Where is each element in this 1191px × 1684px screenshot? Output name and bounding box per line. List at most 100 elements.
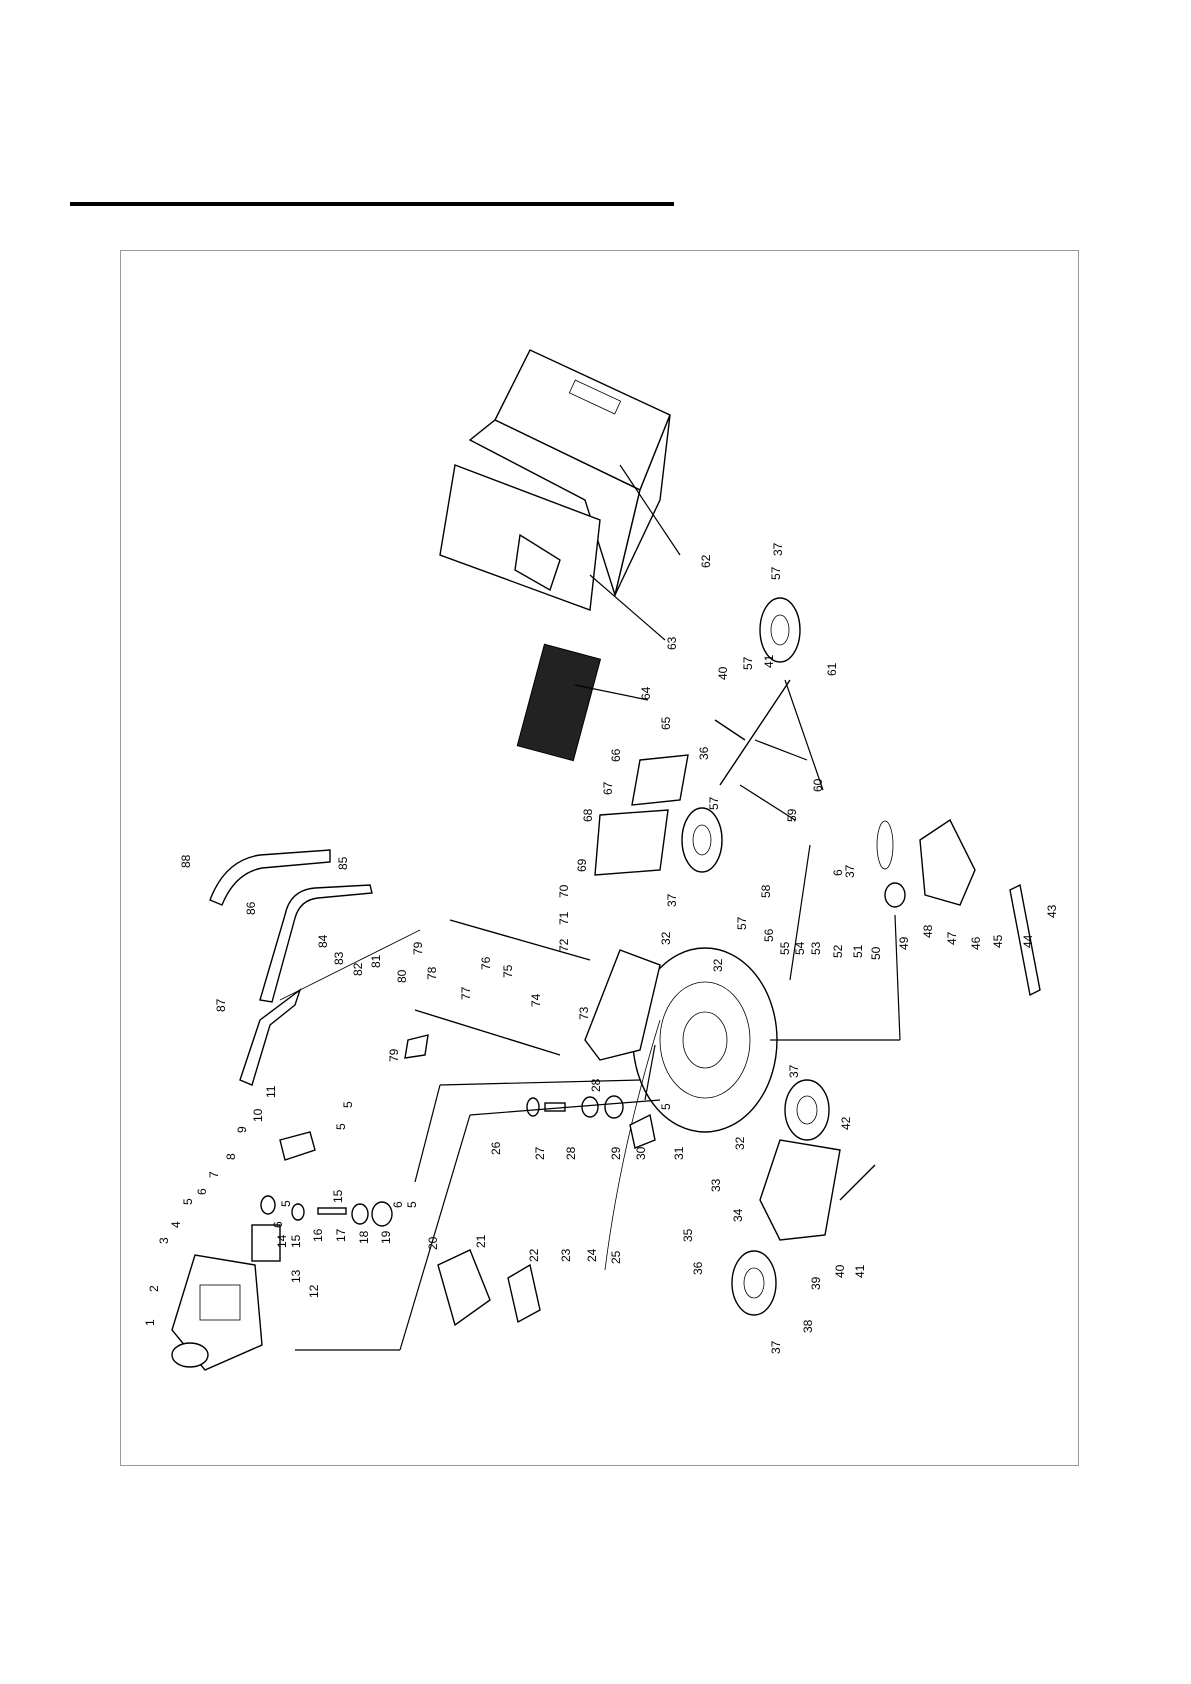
callout-62: 62 [699,554,713,568]
callout-41b: 41 [762,654,776,668]
callout-46: 46 [969,936,983,950]
callout-9: 9 [235,1126,249,1133]
callout-55: 55 [778,941,792,955]
handle-grip [209,849,331,906]
callout-2: 2 [147,1285,161,1292]
callout-37c: 37 [665,893,679,907]
callout-50: 50 [869,946,883,960]
callout-8: 8 [224,1153,238,1160]
callout-77: 77 [459,986,473,1000]
callout-71: 71 [557,911,571,925]
callout-17: 17 [334,1228,348,1242]
callout-3: 3 [157,1237,171,1244]
front-axle [839,1164,876,1201]
callout-37e: 37 [771,542,785,556]
bag-hanger [239,988,302,1086]
drive-cable [604,1019,661,1271]
callout-88: 88 [179,854,193,868]
callout-28a: 28 [564,1146,578,1160]
callout-33: 33 [709,1178,723,1192]
lower-handle-76 [449,919,591,961]
header-rule [70,202,674,206]
callout-57a: 57 [735,916,749,930]
throttle-cable [279,1131,316,1161]
callout-70: 70 [557,884,571,898]
callout-7: 7 [207,1171,221,1178]
callout-44: 44 [1021,934,1035,948]
callout-1: 1 [143,1319,157,1326]
wheel-38 [731,1250,777,1316]
callout-49: 49 [897,936,911,950]
callout-84: 84 [316,934,330,948]
callout-10: 10 [251,1108,265,1122]
callout-82: 82 [351,962,365,976]
callout-40a: 40 [833,1264,847,1278]
callout-22: 22 [527,1248,541,1262]
callout-72: 72 [557,938,571,952]
callout-37a: 37 [769,1340,783,1354]
callout-4: 4 [169,1221,183,1228]
callout-81: 81 [369,954,383,968]
callout-25: 25 [609,1250,623,1264]
callout-76: 76 [479,956,493,970]
callout-38: 38 [801,1319,815,1333]
diagram-frame [120,250,1079,1466]
callout-53: 53 [809,941,823,955]
height-lever [714,719,746,741]
upper-handle [259,884,373,1003]
callout-5e: 5 [659,1103,673,1110]
wheel-58 [681,807,723,873]
callout-28b: 28 [589,1078,603,1092]
callout-67: 67 [601,781,615,795]
callout-78: 78 [425,966,439,980]
pulley [884,882,906,908]
callout-75: 75 [501,964,515,978]
engine [171,1254,263,1371]
callout-20: 20 [426,1236,440,1250]
rear-guard-68 [594,809,669,876]
callout-41a: 41 [853,1264,867,1278]
rear-housing [584,949,661,1061]
callout-19: 19 [379,1230,393,1244]
callout-86: 86 [244,901,258,915]
callout-65: 65 [659,716,673,730]
callout-6a: 6 [195,1188,209,1195]
callout-12: 12 [307,1284,321,1298]
callout-23: 23 [559,1248,573,1262]
callout-36b: 36 [697,746,711,760]
handle-knob [404,1034,429,1059]
callout-11: 11 [264,1085,278,1098]
callout-5f: 5 [405,1201,419,1208]
wheel-61 [759,597,801,663]
callout-83: 83 [332,951,346,965]
drive-belt [876,820,894,870]
callout-16: 16 [311,1228,325,1242]
callout-42: 42 [839,1116,853,1130]
callout-68: 68 [581,808,595,822]
callout-37d: 37 [843,864,857,878]
callout-31: 31 [672,1146,686,1160]
callout-74: 74 [529,993,543,1007]
callout-80: 80 [395,969,409,983]
callout-5b: 5 [279,1200,293,1207]
callout-61: 61 [825,662,839,676]
callout-15a: 15 [289,1234,303,1248]
callout-5a: 5 [181,1198,195,1205]
callout-79b: 79 [387,1048,401,1062]
callout-24: 24 [585,1248,599,1262]
shaft-stack [260,1195,393,1227]
callout-30: 30 [634,1146,648,1160]
callout-45: 45 [991,934,1005,948]
grass-catcher-bag [468,349,671,598]
callout-37b: 37 [787,1064,801,1078]
callout-6d: 6 [391,1201,405,1208]
drive-stack [526,1095,656,1149]
lower-handle-77 [414,1009,561,1056]
wheel-42 [784,1079,830,1141]
callout-66: 66 [609,748,623,762]
callout-48: 48 [921,924,935,938]
callout-36a: 36 [691,1261,705,1275]
callout-79a: 79 [411,941,425,955]
callout-58: 58 [759,884,773,898]
